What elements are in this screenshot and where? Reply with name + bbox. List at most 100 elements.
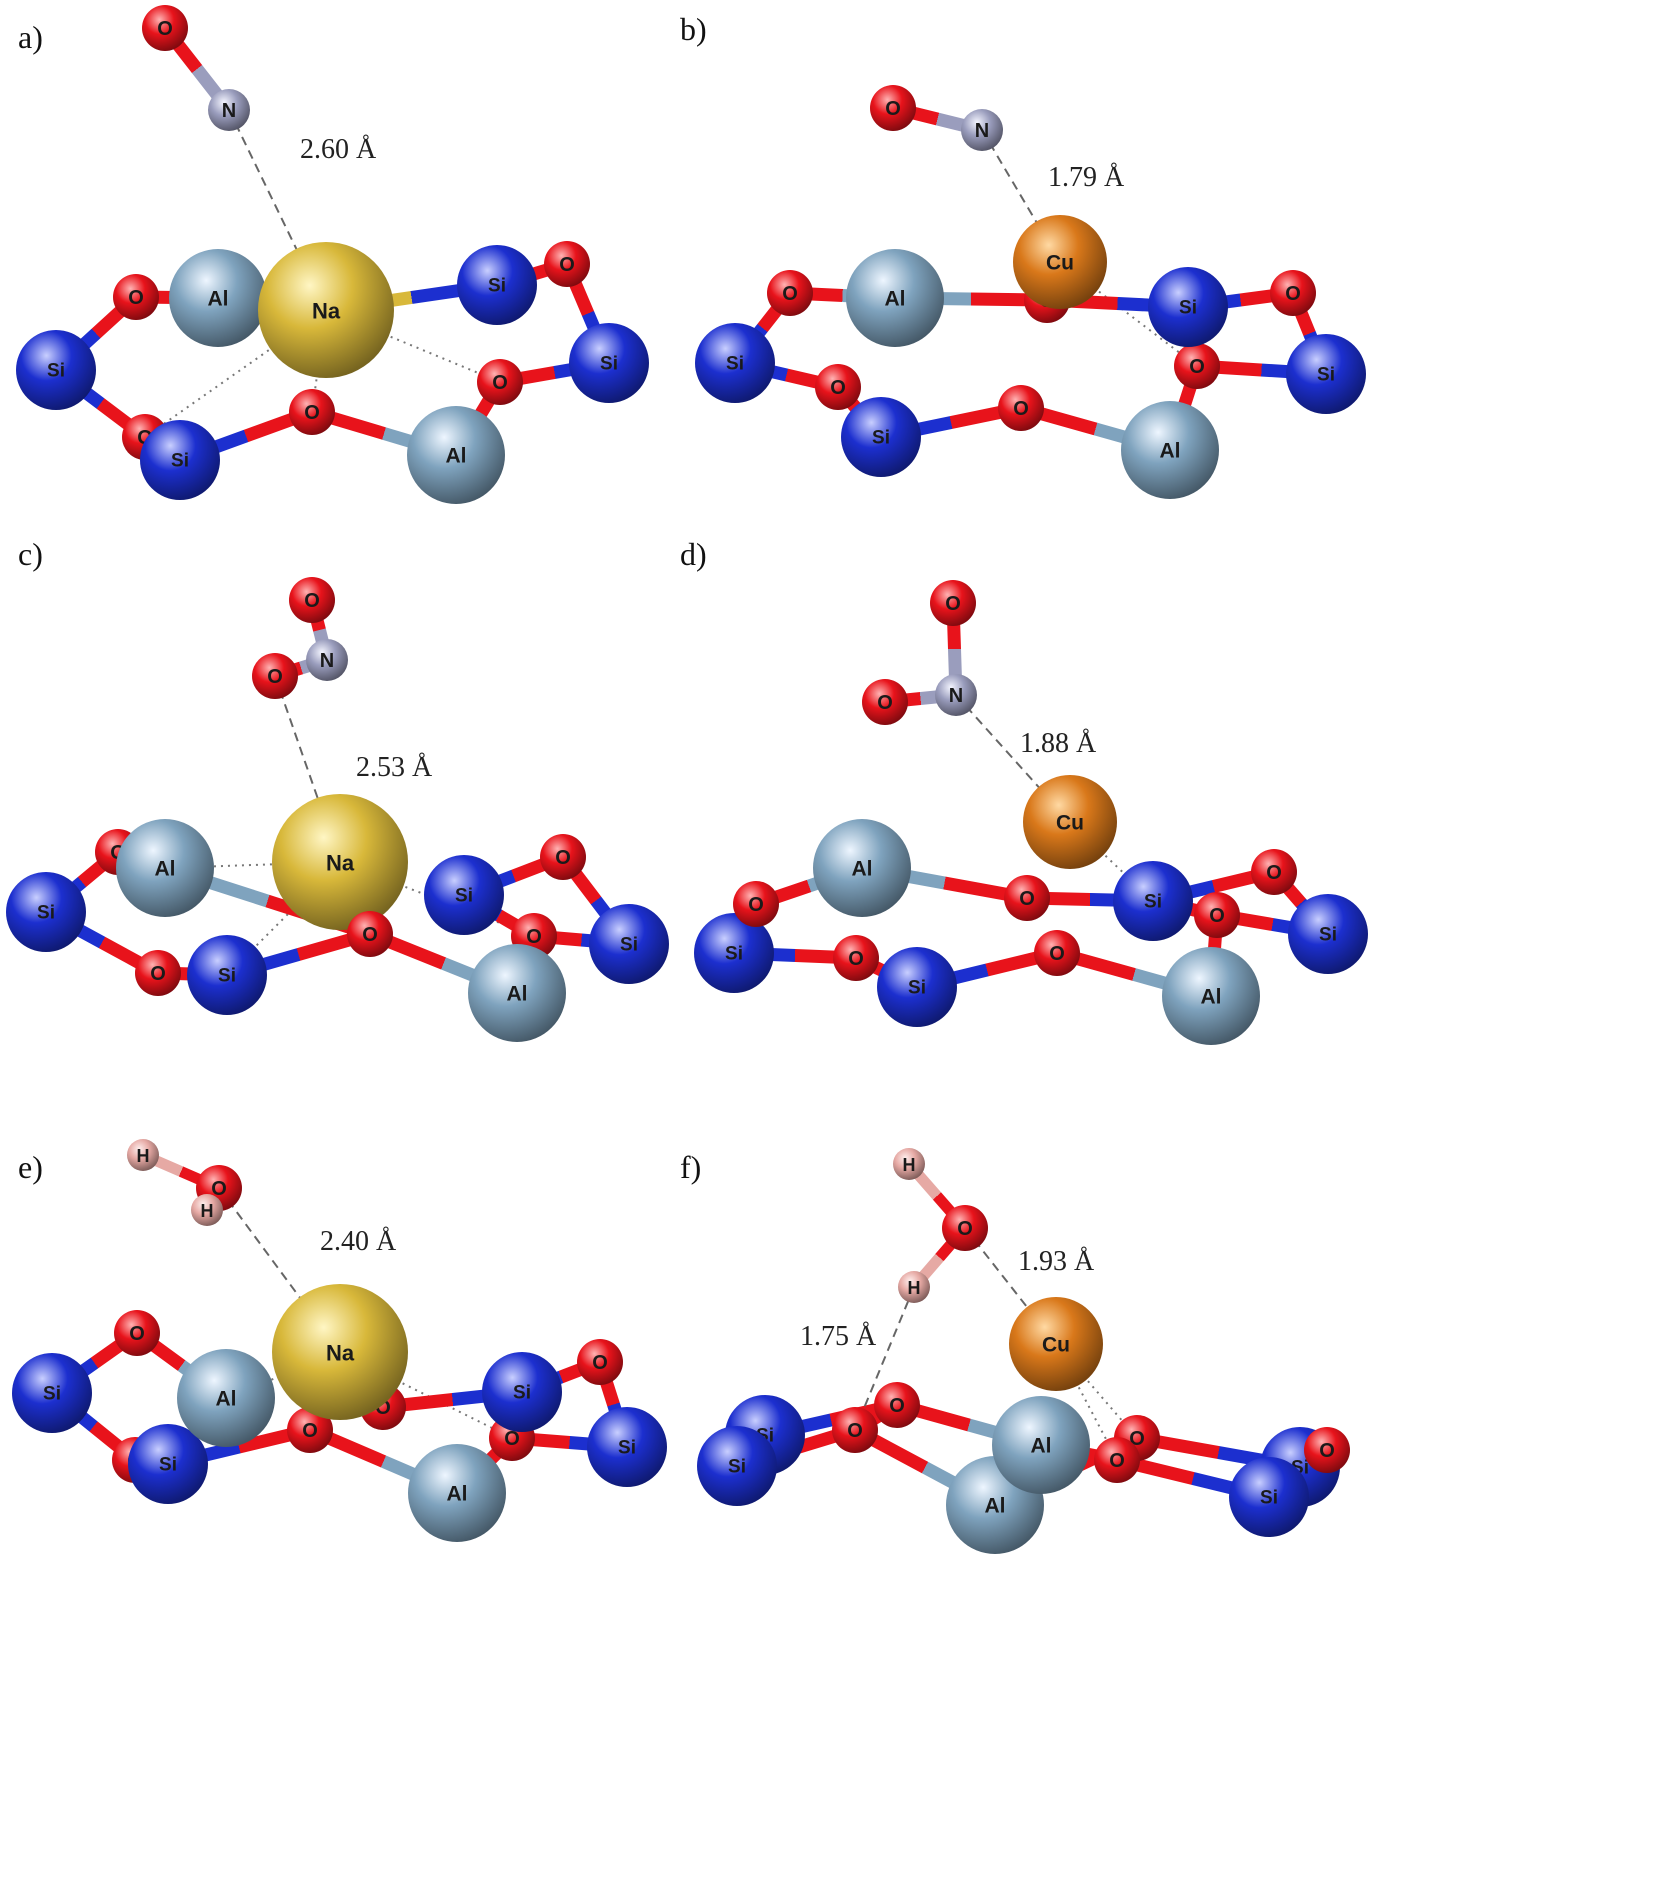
atom-symbol: Si (455, 886, 473, 907)
atom-symbol: Si (872, 428, 890, 449)
atom-symbol: O (1013, 398, 1029, 420)
atom-symbol: Si (37, 903, 55, 924)
atom-sphere (177, 1349, 275, 1447)
panel-e-atom-h: H (191, 1194, 223, 1226)
atom-sphere (1286, 334, 1366, 414)
atom-sphere (998, 385, 1044, 431)
atom-sphere (16, 330, 96, 410)
panel-b-atom-o: O (815, 364, 861, 410)
atom-symbol: Si (726, 354, 744, 375)
atom-symbol: Cu (1042, 1334, 1070, 1357)
atom-symbol: Al (446, 445, 467, 468)
atom-sphere (930, 580, 976, 626)
atom-symbol: O (1049, 943, 1065, 965)
panel-f-atom-al: Al (992, 1396, 1090, 1494)
atom-sphere (272, 1284, 408, 1420)
atom-sphere (1174, 343, 1220, 389)
atom-sphere (694, 913, 774, 993)
atom-sphere (272, 794, 408, 930)
panel-e-atom-al: Al (408, 1444, 506, 1542)
atom-sphere (113, 274, 159, 320)
atom-symbol: H (903, 1155, 916, 1175)
atom-sphere (1162, 947, 1260, 1045)
atom-symbol: Si (1317, 365, 1335, 386)
atom-sphere (287, 1407, 333, 1453)
atom-sphere (587, 1407, 667, 1487)
panel-c-atom-al: Al (116, 819, 214, 917)
atom-sphere (898, 1271, 930, 1303)
atom-sphere (767, 270, 813, 316)
atom-sphere (589, 904, 669, 984)
atom-symbol: N (222, 100, 236, 122)
atom-sphere (1251, 849, 1297, 895)
atom-symbol: Na (312, 299, 341, 324)
atom-symbol: Al (1160, 440, 1181, 463)
atom-sphere (1148, 267, 1228, 347)
atom-sphere (116, 819, 214, 917)
panel-f-atom-cu: Cu (1009, 1297, 1103, 1391)
panel-f-atom-si: Si (1229, 1457, 1309, 1537)
atom-symbol: O (889, 1395, 905, 1417)
atom-symbol: Al (985, 1495, 1006, 1518)
atom-sphere (870, 85, 916, 131)
atom-symbol: O (526, 926, 542, 948)
panel-c-atom-o: O (135, 950, 181, 996)
atom-sphere (347, 911, 393, 957)
atom-symbol: O (504, 1428, 520, 1450)
panel-c-atom-al: Al (468, 944, 566, 1042)
atom-symbol: O (1189, 356, 1205, 378)
panel-c-atom-si: Si (6, 872, 86, 952)
atom-symbol: N (320, 650, 334, 672)
panel-e-atom-si: Si (12, 1353, 92, 1433)
atom-symbol: O (362, 924, 378, 946)
panel-b-atom-si: Si (1148, 267, 1228, 347)
panel-f-atom-si: Si (697, 1426, 777, 1506)
panel-d-atom-al: Al (1162, 947, 1260, 1045)
atom-sphere (1004, 875, 1050, 921)
atom-symbol: N (949, 685, 963, 707)
panel-a-atom-na: Na (258, 242, 394, 378)
atom-sphere (1270, 270, 1316, 316)
panel-e-atom-na: Na (272, 1284, 408, 1420)
atom-symbol: O (150, 963, 166, 985)
atom-symbol: Si (620, 935, 638, 956)
atom-symbol: Al (447, 1483, 468, 1506)
panel-d-atom-o: O (833, 935, 879, 981)
atom-sphere (1023, 775, 1117, 869)
panel-e-label: e) (18, 1149, 43, 1185)
atom-symbol: O (957, 1218, 973, 1240)
panel-d-atom-n: N (935, 674, 977, 716)
atom-symbol: H (201, 1201, 214, 1221)
panel-b-atom-o: O (767, 270, 813, 316)
atom-symbol: O (748, 894, 764, 916)
panel-b-atom-al: Al (1121, 401, 1219, 499)
panel-c-atom-si: Si (424, 855, 504, 935)
atom-symbol: Cu (1046, 252, 1074, 275)
panel-c-atom-si: Si (589, 904, 669, 984)
panel-c-atom-si: Si (187, 935, 267, 1015)
atom-sphere (135, 950, 181, 996)
atom-symbol: O (1109, 1450, 1125, 1472)
atom-sphere (408, 1444, 506, 1542)
atom-symbol: O (559, 254, 575, 276)
atom-sphere (1013, 215, 1107, 309)
panel-d-atom-al: Al (813, 819, 911, 917)
atom-symbol: O (1319, 1440, 1335, 1462)
atom-symbol: O (592, 1352, 608, 1374)
atom-symbol: Si (1144, 892, 1162, 913)
atom-sphere (142, 5, 188, 51)
atom-symbol: O (877, 692, 893, 714)
atom-sphere (544, 241, 590, 287)
panel-b-label: b) (680, 11, 707, 47)
panel-b: b)OSiOSiOAlOAlCuOSiOSiNO1.79 Å (680, 11, 1366, 499)
panel-b-atom-al: Al (846, 249, 944, 347)
atom-sphere (1113, 861, 1193, 941)
panel-c-atom-n: N (306, 639, 348, 681)
atom-sphere (540, 834, 586, 880)
panel-a-atom-o: O (142, 5, 188, 51)
atom-sphere (877, 947, 957, 1027)
panel-e-atom-si: Si (128, 1424, 208, 1504)
atom-symbol: Si (218, 966, 236, 987)
